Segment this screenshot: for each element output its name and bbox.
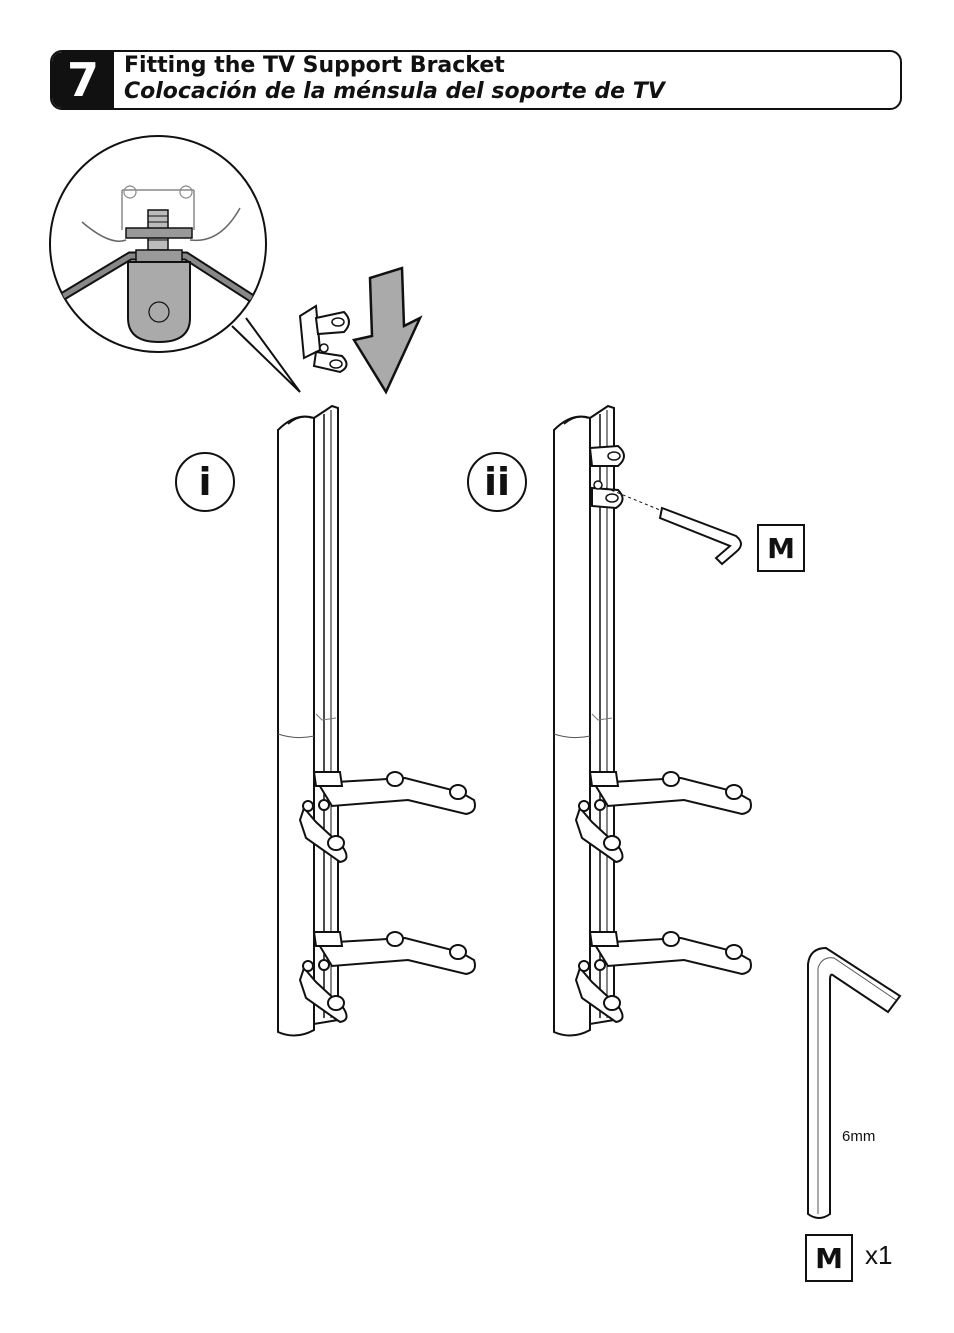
allen-key-icon — [658, 506, 742, 566]
upright-i — [278, 406, 475, 1036]
bracket-icon — [298, 304, 350, 374]
step-ii-marker: ii — [467, 452, 527, 512]
down-arrow-icon — [352, 266, 423, 395]
upright-ii — [554, 406, 751, 1036]
tool-size-label: 6mm — [842, 1128, 876, 1145]
step-subtitle: Colocación de la ménsula del soporte de … — [124, 79, 665, 104]
tool-code-label: M — [757, 524, 805, 572]
step-number-badge: 7 — [52, 52, 114, 108]
step-i-marker: i — [175, 452, 235, 512]
parts-list-code: M — [805, 1234, 853, 1282]
step-header: 7 Fitting the TV Support Bracket Colocac… — [50, 50, 902, 110]
tool-quantity: x1 — [865, 1240, 893, 1270]
allen-key-6mm — [807, 946, 902, 1219]
step-title: Fitting the TV Support Bracket — [124, 53, 505, 78]
zoom-detail — [49, 135, 301, 393]
